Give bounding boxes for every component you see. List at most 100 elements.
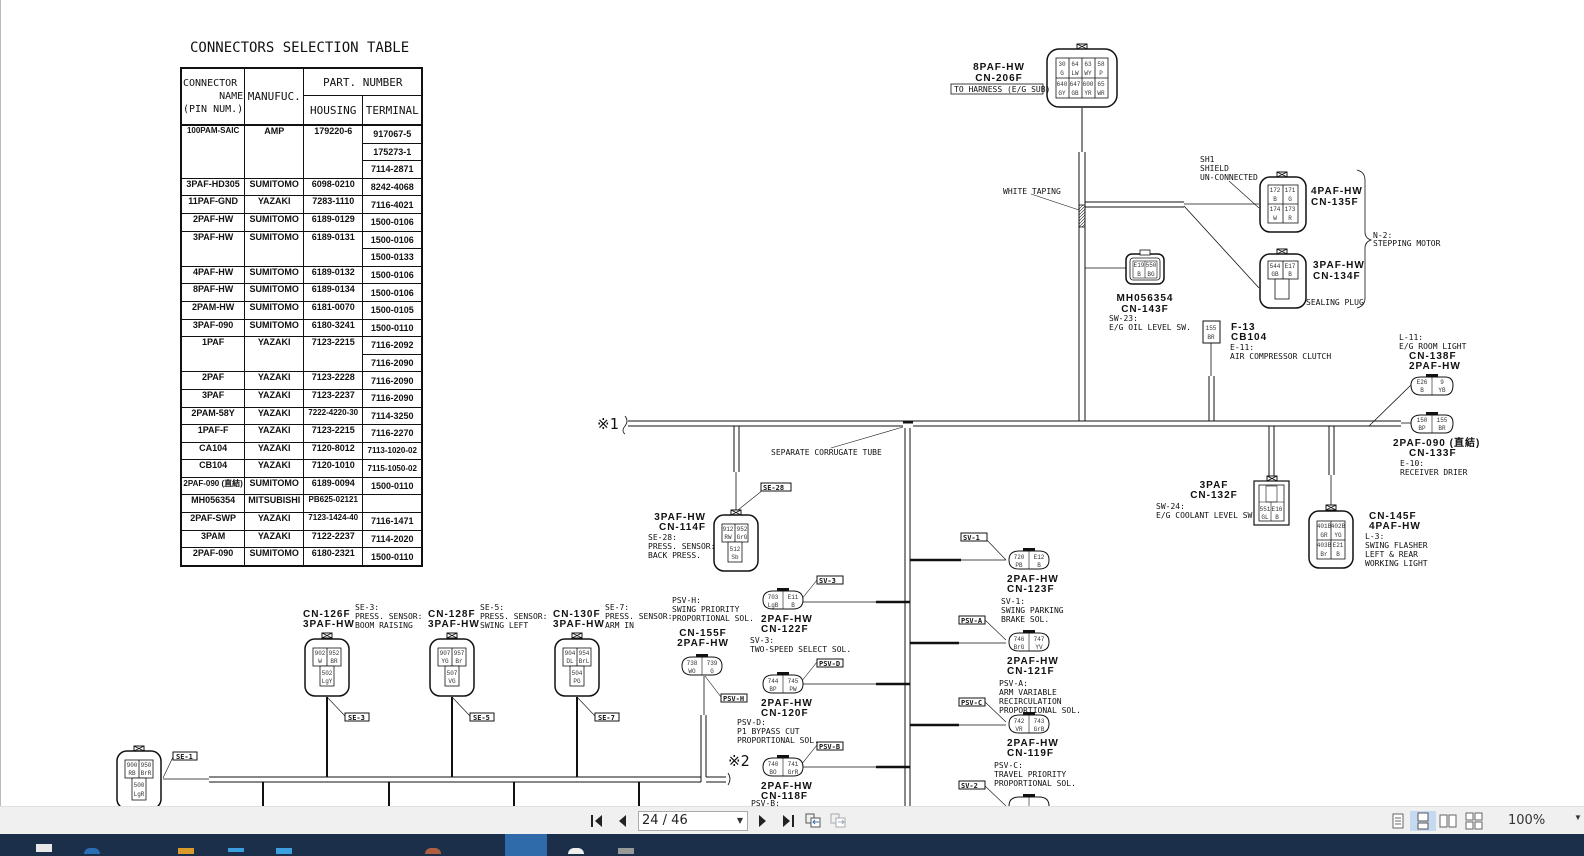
cn128-name: CN-128F [428,609,476,620]
swing-priority-label: SWING PRIORITY [672,605,740,614]
air-compressor-label: AIR COMPRESSOR CLUTCH [1230,352,1331,361]
psvc-desc-line: PSV-C: [994,761,1023,770]
pin-label: 64 [1071,61,1079,68]
pin-label: GY [1058,90,1066,97]
app-icon[interactable] [178,848,194,854]
page-number-input[interactable]: 24 / 46 ▼ [638,811,748,831]
app-icon[interactable] [228,848,244,852]
two-page-continuous-icon [1465,812,1483,830]
pin-label: 745 [788,678,799,685]
single-page-view-button[interactable] [1388,811,1408,831]
pin-label: B [1037,562,1041,569]
pin-label: LgB [768,602,779,609]
housing-cell: 179220-6 [303,123,364,179]
pin-label: B [1137,271,1141,278]
psva-tag: PSV-A [961,617,983,625]
pin-label: B [1420,387,1424,394]
active-app-icon[interactable] [505,834,547,856]
two-page-continuous-button[interactable] [1464,811,1484,831]
last-page-icon [783,815,794,827]
manufacturer-cell: AMP [244,123,305,179]
connector-sv2[interactable] [1008,794,1050,806]
psvh-label: PSV-H: [672,596,701,605]
previous-page-button[interactable] [612,811,632,831]
app-icon[interactable] [618,848,634,854]
pin-label: 739 [707,660,718,667]
manufacturer-cell: SUMITOMO [244,547,305,567]
swing-flasher-label: SWING FLASHER [1365,541,1428,550]
pin-label: P [1099,70,1103,77]
pin-label: GB [1071,90,1079,97]
pin-label: YG [1334,532,1342,539]
app-icon[interactable] [568,848,584,854]
pin-label: 402B [1331,523,1346,530]
zoom-level[interactable]: 100% [1508,813,1546,828]
go-back-view-button[interactable] [804,811,824,831]
cn128-type: 3PAF-HW [428,619,480,630]
pin-label: 65 [1097,81,1105,88]
header-manufacturer: MANUFUC. [244,67,305,126]
pin-label: YV [1035,644,1043,651]
two-page-view-button[interactable] [1438,811,1458,831]
app-icon[interactable] [84,848,100,854]
pin-label: 742 [1014,718,1025,725]
separate-corrugate-tube-label: SEPARATE CORRUGATE TUBE [771,448,882,457]
pin-label: VR [1015,726,1023,733]
pin-label: GrR [788,769,799,776]
continuous-view-button[interactable] [1410,811,1436,831]
housing-cell: 6180-2321 [303,547,364,567]
psva-desc-line: ARM VARIABLE [999,688,1057,697]
next-page-button[interactable] [753,811,773,831]
last-page-button[interactable] [778,811,798,831]
sh1-label: SH1 [1200,155,1215,164]
cn145-type: 4PAF-HW [1369,521,1421,532]
app-icon[interactable] [425,848,441,854]
l11-label: L-11: [1399,333,1423,342]
pin-label: 703 [768,594,779,601]
pin-label: 174 [1270,206,1281,213]
se7-desc-line: ARM IN [605,621,634,630]
zoom-dropdown-icon[interactable]: ▼ [1574,813,1582,822]
go-forward-view-button[interactable] [829,811,849,831]
pin-label: 900 [127,762,138,769]
page-dropdown-icon[interactable]: ▼ [736,816,743,825]
first-page-button[interactable] [588,811,608,831]
pin-label: 954 [579,650,590,657]
pin-label: E19 [1134,262,1145,269]
pin-label: R [1288,215,1292,222]
pin-label: GrG [737,534,748,541]
pin-label: BR [1438,425,1446,432]
pin-label: PB [1015,562,1023,569]
start-icon[interactable] [36,844,52,852]
cn121-type: 2PAF-HW [1007,656,1059,667]
pin-label: GR [1320,532,1328,539]
pin-label: E11 [788,594,799,601]
psva-desc-line: PROPORTIONAL SOL. [999,706,1081,715]
app-icon[interactable] [276,848,292,854]
pin-label: 403B [1317,542,1332,549]
